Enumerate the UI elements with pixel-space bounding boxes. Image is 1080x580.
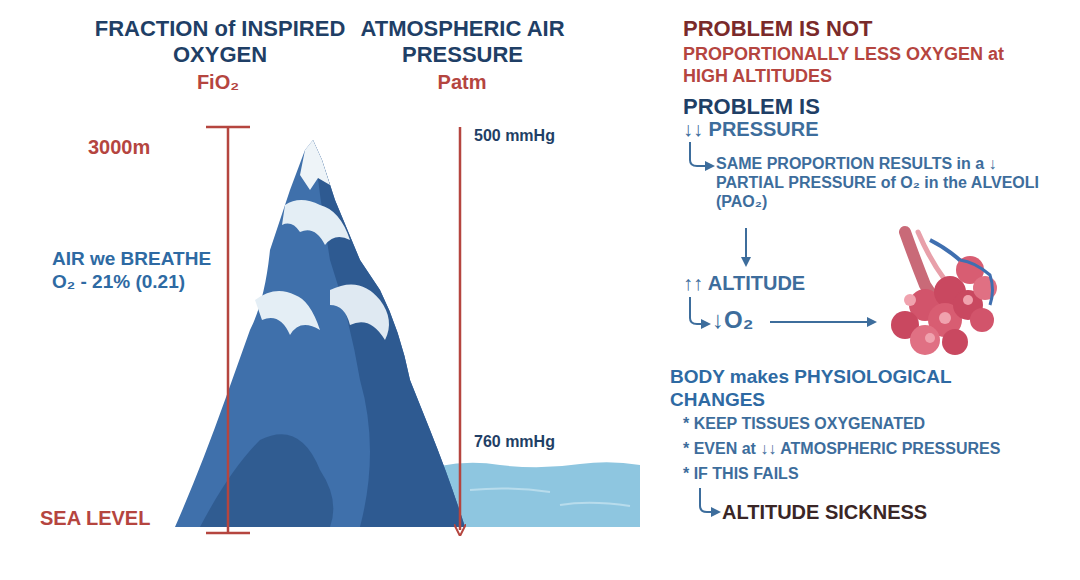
bullet-text: * EVEN at ↓↓ ATMOSPHERIC PRESSURES bbox=[683, 439, 1000, 458]
heading: ATMOSPHERIC AIR PRESSURE bbox=[360, 16, 565, 69]
right-arrow bbox=[770, 321, 872, 323]
mountain bbox=[175, 140, 465, 527]
pressure-arrow bbox=[459, 127, 462, 530]
note-text: SAME PROPORTION RESULTS in a ↓ PARTIAL P… bbox=[716, 154, 1061, 212]
heading: FRACTION of INSPIRED OXYGEN bbox=[70, 16, 370, 69]
altitude-label: 3000m bbox=[88, 135, 150, 159]
altitude-tick bbox=[206, 532, 250, 535]
snow bbox=[300, 140, 330, 190]
snow bbox=[255, 291, 320, 335]
snow bbox=[330, 284, 389, 340]
heading: PROBLEM IS bbox=[683, 94, 820, 120]
heading: PROBLEM IS NOT bbox=[683, 16, 872, 42]
heading: BODY makes PHYSIOLOGICAL CHANGES bbox=[670, 366, 990, 412]
mountain-shade bbox=[313, 140, 465, 527]
bullet-text: * KEEP TISSUES OXYGENATED bbox=[683, 414, 925, 433]
hook-arrow bbox=[690, 142, 710, 166]
pressure-label: 500 mmHg bbox=[474, 126, 555, 145]
snow bbox=[282, 200, 350, 245]
symbol-label: Patm bbox=[412, 70, 512, 94]
water-ripple bbox=[470, 488, 630, 506]
altitude-tick bbox=[206, 126, 250, 129]
water bbox=[440, 462, 640, 527]
alveoli-illustration bbox=[891, 232, 997, 355]
hook-arrow bbox=[700, 488, 716, 512]
down-arrow bbox=[745, 228, 747, 262]
bullet-text: * IF THIS FAILS bbox=[683, 464, 799, 483]
altitude-line bbox=[227, 127, 230, 533]
pressure-label: 760 mmHg bbox=[474, 432, 555, 451]
symbol-label: FiO₂ bbox=[168, 70, 268, 94]
note-text: PROPORTIONALLY LESS OXYGEN at HIGH ALTIT… bbox=[683, 44, 1023, 87]
mountain-shade bbox=[200, 434, 333, 527]
sea-level-label: SEA LEVEL bbox=[40, 506, 150, 530]
note-text: ↓O₂ bbox=[712, 306, 753, 335]
hook-arrow bbox=[690, 297, 706, 324]
note-text: ↓↓ PRESSURE bbox=[683, 117, 819, 141]
result-text: ALTITUDE SICKNESS bbox=[722, 500, 927, 524]
note-text: ↑↑ ALTITUDE bbox=[683, 271, 805, 295]
air-note: AIR we BREATHE O₂ - 21% (0.21) bbox=[52, 248, 220, 294]
